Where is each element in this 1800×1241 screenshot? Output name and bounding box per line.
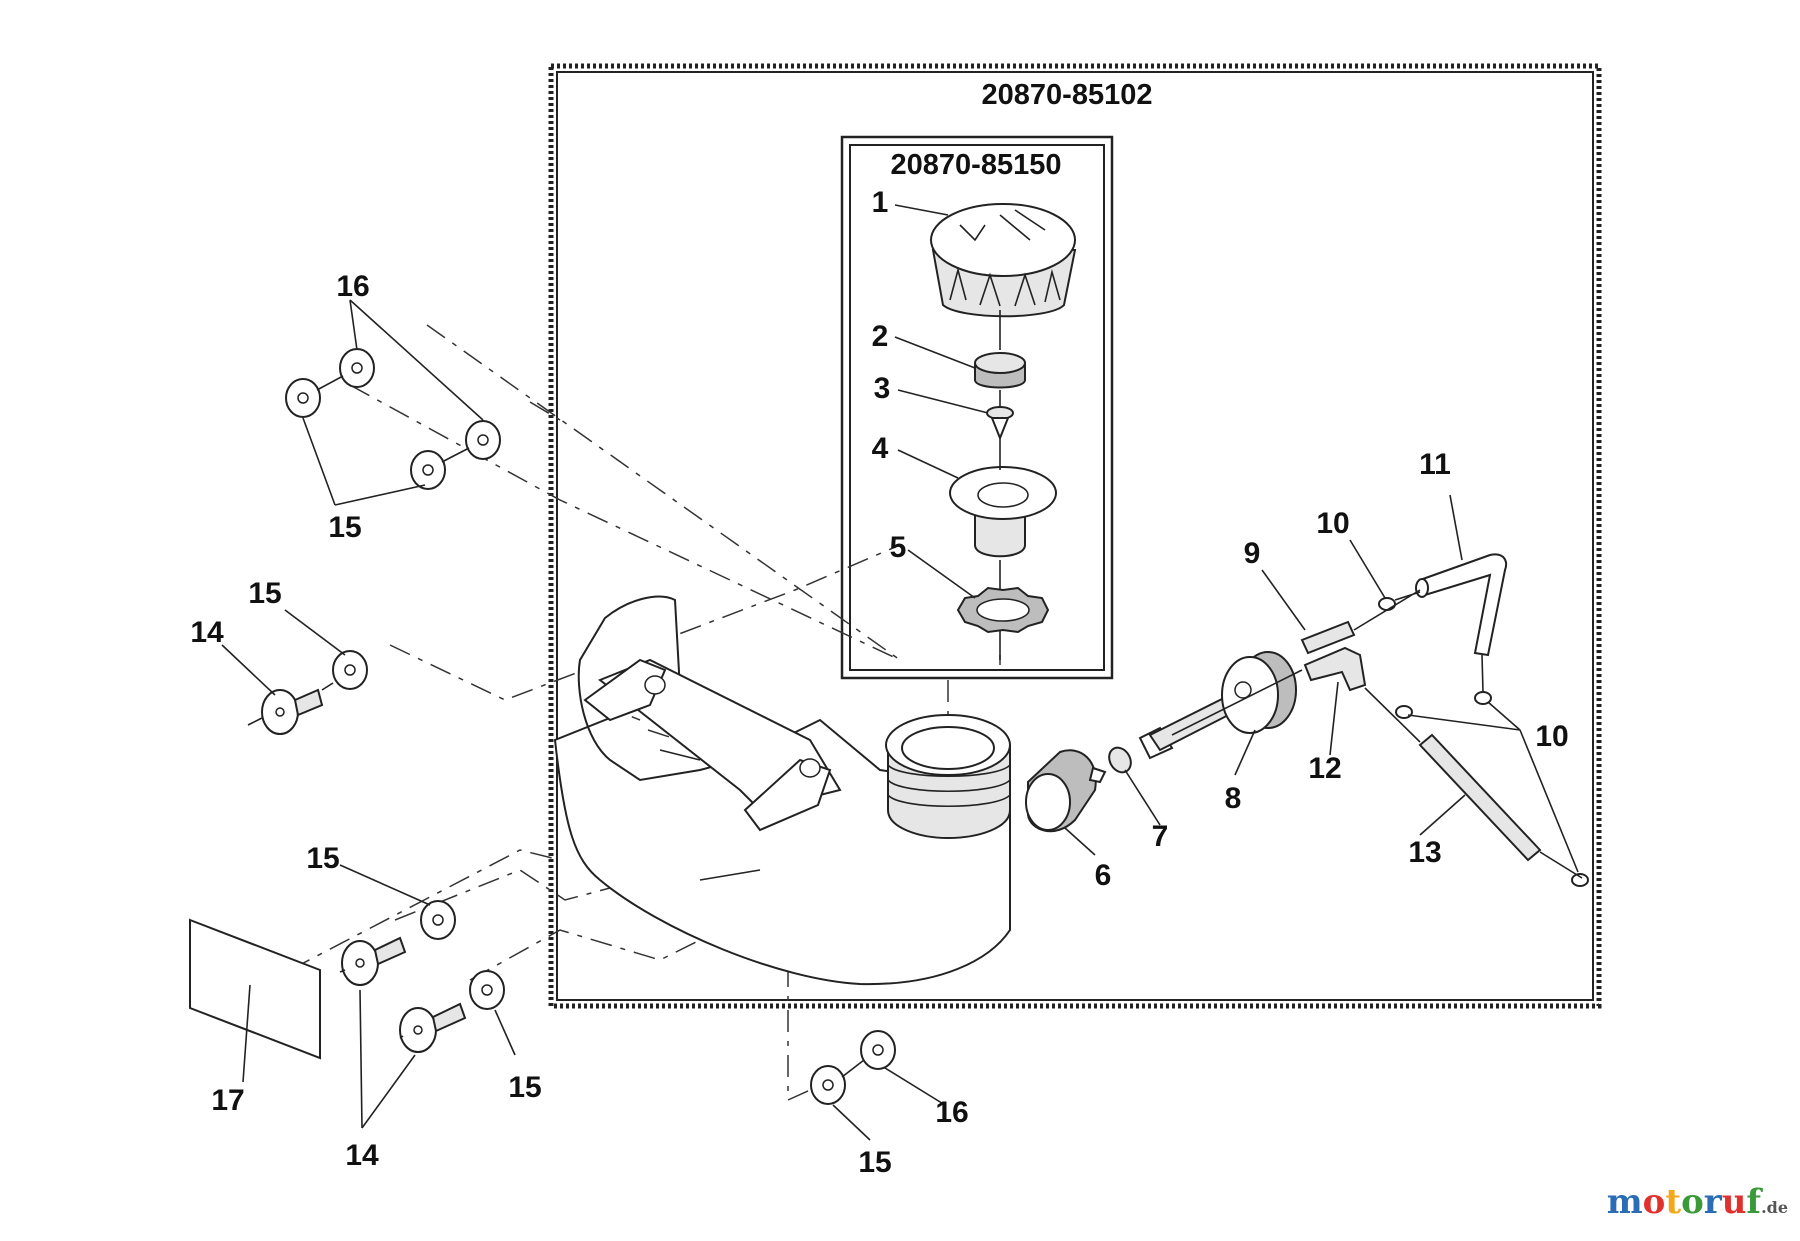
callout-14-lower: 14	[345, 1139, 379, 1172]
watermark-logo: motoruf.de	[1607, 1182, 1788, 1222]
callout-2: 2	[872, 320, 889, 353]
callout-15-lower-right: 15	[508, 1071, 541, 1104]
callout-10-lower: 10	[1535, 720, 1568, 753]
callout-17: 17	[211, 1084, 244, 1117]
inner-kit-number: 20870-85150	[891, 149, 1062, 181]
callout-11: 11	[1419, 448, 1451, 481]
callout-5: 5	[890, 531, 907, 564]
part-5-packing	[956, 586, 1050, 634]
callout-9: 9	[1244, 537, 1261, 570]
callout-6: 6	[1095, 859, 1112, 892]
part-6-fuel-filter	[1025, 749, 1107, 833]
outer-kit-frame	[548, 63, 1602, 1009]
bolt-and-washer-mid-left	[247, 650, 368, 735]
callout-15-mid: 15	[248, 577, 281, 610]
callout-1: 1	[872, 186, 889, 219]
callout-16-bottom: 16	[935, 1096, 968, 1129]
part-12-elbow	[1303, 646, 1367, 692]
watermark-suffix: .de	[1761, 1198, 1788, 1217]
callout-numbers: 1 2 3 4 5 6 7 8 9 10 11 12 13 10 16 15 1…	[190, 186, 1568, 1179]
callout-15-top: 15	[328, 511, 361, 544]
callout-3: 3	[874, 372, 891, 405]
inner-kit-frame	[840, 135, 1114, 680]
fuel-tank	[553, 595, 1011, 986]
part-2-gasket	[974, 352, 1026, 389]
callout-14-mid: 14	[190, 616, 224, 649]
part-1-fuel-cap	[930, 203, 1077, 318]
part-3-valve	[986, 406, 1014, 441]
outer-kit-number: 20870-85102	[982, 79, 1153, 111]
part-9-joint	[1300, 620, 1356, 655]
callout-15-bottom: 15	[858, 1146, 891, 1179]
callout-10-upper: 10	[1316, 507, 1349, 540]
callout-12: 12	[1308, 752, 1341, 785]
callout-16-top: 16	[336, 270, 369, 303]
part-13-tube	[1418, 733, 1542, 862]
part-17-label-plate	[189, 918, 321, 1060]
part-8-fuel-cock	[1138, 651, 1297, 760]
washers-bottom	[810, 1030, 896, 1105]
washers-top-left	[285, 348, 501, 490]
callout-13: 13	[1408, 836, 1441, 869]
callout-15-lower: 15	[306, 842, 339, 875]
part-4-strainer	[949, 466, 1057, 558]
leader-lines	[221, 204, 1579, 1141]
callout-8: 8	[1225, 782, 1242, 815]
callout-4: 4	[872, 432, 889, 465]
fuel-line-axis	[1171, 589, 1583, 879]
callout-7: 7	[1152, 820, 1169, 853]
bolts-and-washers-lower-left	[339, 900, 505, 1053]
watermark-text: motoruf	[1606, 1182, 1762, 1222]
part-7-clamp	[1108, 746, 1132, 774]
part-11-bent-pipe	[1415, 553, 1508, 657]
